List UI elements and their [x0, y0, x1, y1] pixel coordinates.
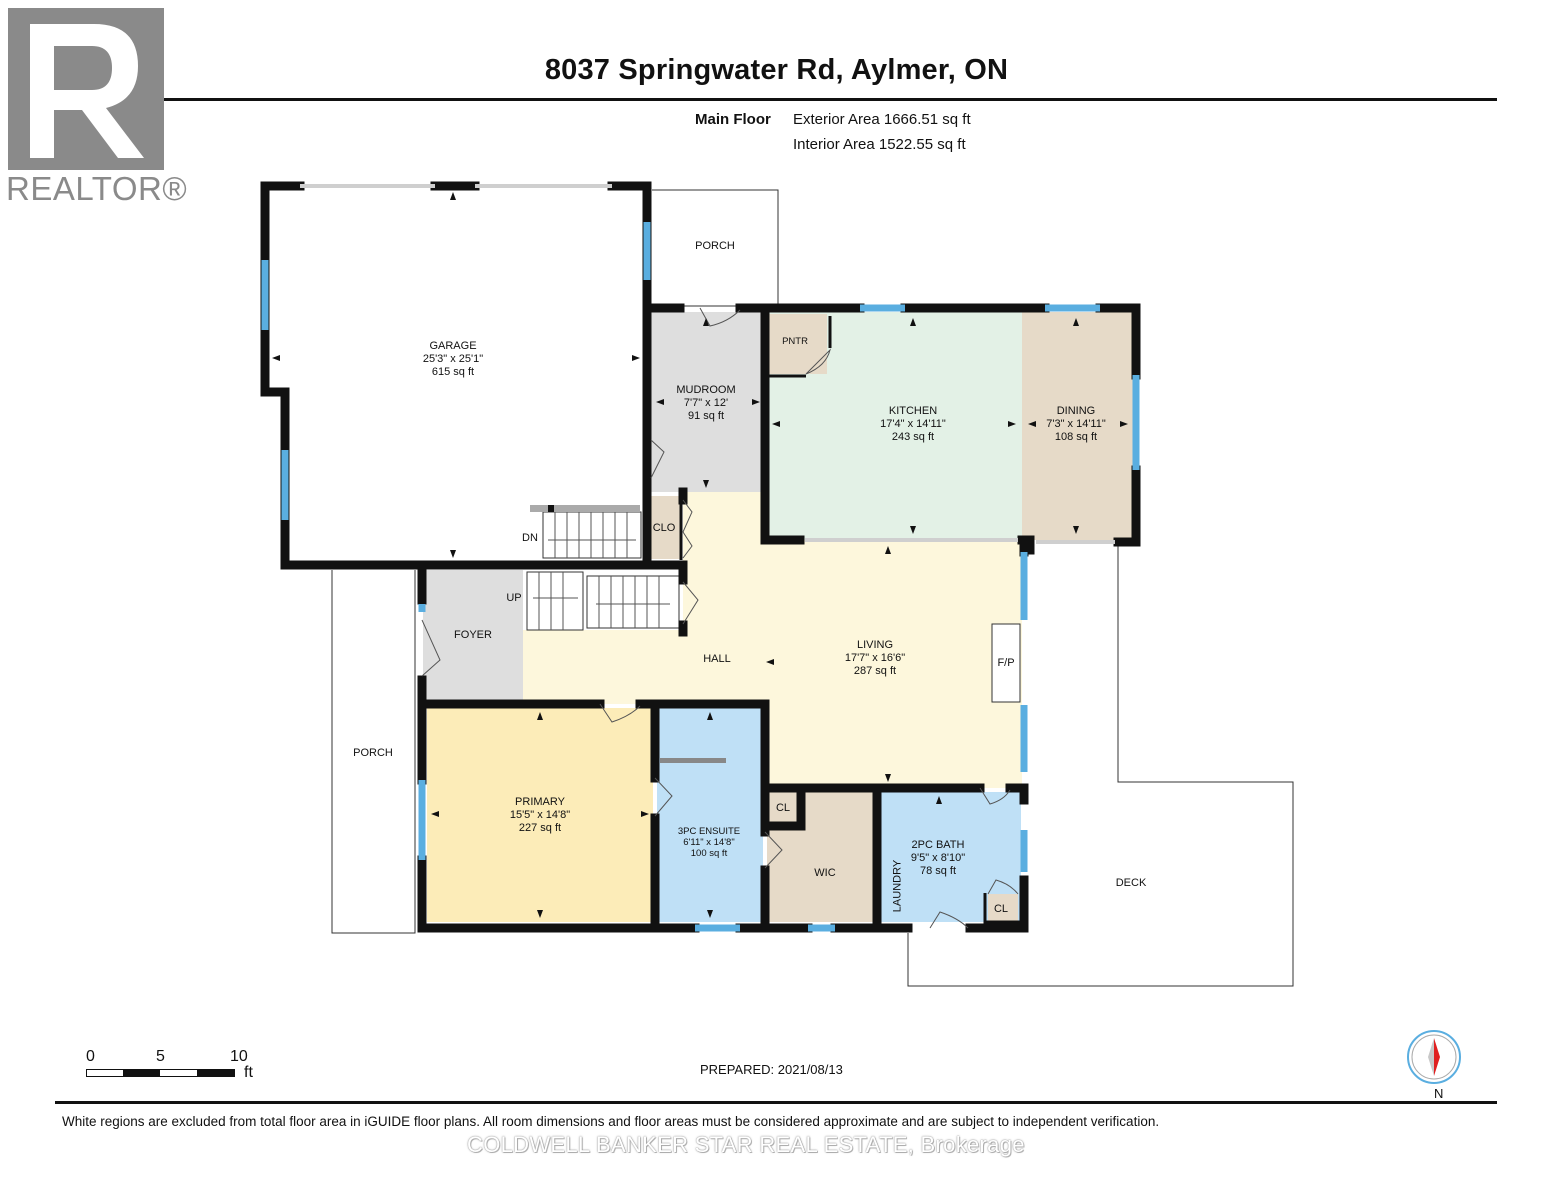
compass-icon — [1407, 1030, 1461, 1084]
footer-rule — [55, 1101, 1497, 1104]
hall-label: HALL — [703, 653, 731, 665]
laundry-label: LAUNDRY — [891, 859, 904, 913]
cl-wic-fill — [767, 792, 799, 824]
exterior-area: Exterior Area 1666.51 sq ft — [793, 111, 971, 128]
deck-outline — [907, 545, 1294, 987]
pantry-fill-top — [767, 314, 827, 374]
realtor-logo-icon — [8, 8, 164, 170]
pantry-label: PNTR — [782, 336, 808, 347]
porch-left-label: PORCH — [353, 747, 393, 759]
stairs-down — [542, 511, 642, 559]
primary-fill — [427, 708, 653, 922]
closet-label: CLO — [652, 522, 676, 534]
cl-bath-fill — [988, 894, 1018, 922]
realtor-wordmark: REALTOR® — [6, 170, 188, 207]
foyer-fill — [423, 570, 523, 704]
scale-bar — [86, 1069, 235, 1077]
ensuite-fill — [657, 708, 763, 922]
plan-title: 8037 Springwater Rd, Aylmer, ON — [544, 54, 1009, 86]
cl-wic-label: CL — [775, 802, 791, 814]
brokerage-watermark: COLDWELL BANKER STAR REAL ESTATE, Broker… — [467, 1132, 1025, 1157]
dining-fill — [1022, 312, 1134, 540]
scale-unit: ft — [244, 1064, 253, 1081]
closet-fill — [651, 496, 681, 559]
wic-label: WIC — [814, 867, 836, 879]
porch-top-outline — [652, 189, 779, 307]
floor-label: Main Floor — [695, 111, 771, 128]
prepared-date: PREPARED: 2021/08/13 — [700, 1062, 843, 1077]
stairs-up — [526, 571, 584, 631]
fireplace-box — [991, 623, 1021, 703]
header-rule — [55, 98, 1497, 101]
hall-living-fill — [521, 492, 1022, 788]
porch-left-outline — [331, 570, 416, 934]
scale-label-5: 5 — [156, 1048, 165, 1065]
stairs-down-label: DN — [522, 532, 538, 544]
interior-area: Interior Area 1522.55 sq ft — [793, 136, 966, 153]
porch-top-label: PORCH — [695, 240, 735, 252]
mudroom-fill — [651, 312, 765, 492]
fireplace-label: F/P — [997, 657, 1015, 669]
scale-label-10: 10 — [230, 1048, 248, 1065]
disclaimer-text: White regions are excluded from total fl… — [62, 1114, 1160, 1129]
stairs-up-label: UP — [506, 592, 522, 604]
scale-label-0: 0 — [86, 1048, 95, 1065]
foyer-label: FOYER — [454, 629, 492, 641]
compass-north-label: N — [1434, 1086, 1444, 1101]
garage-fill — [270, 188, 643, 563]
deck-label: DECK — [1115, 877, 1147, 889]
stairs-up-2 — [586, 575, 680, 629]
cl-bath-label: CL — [993, 903, 1009, 915]
